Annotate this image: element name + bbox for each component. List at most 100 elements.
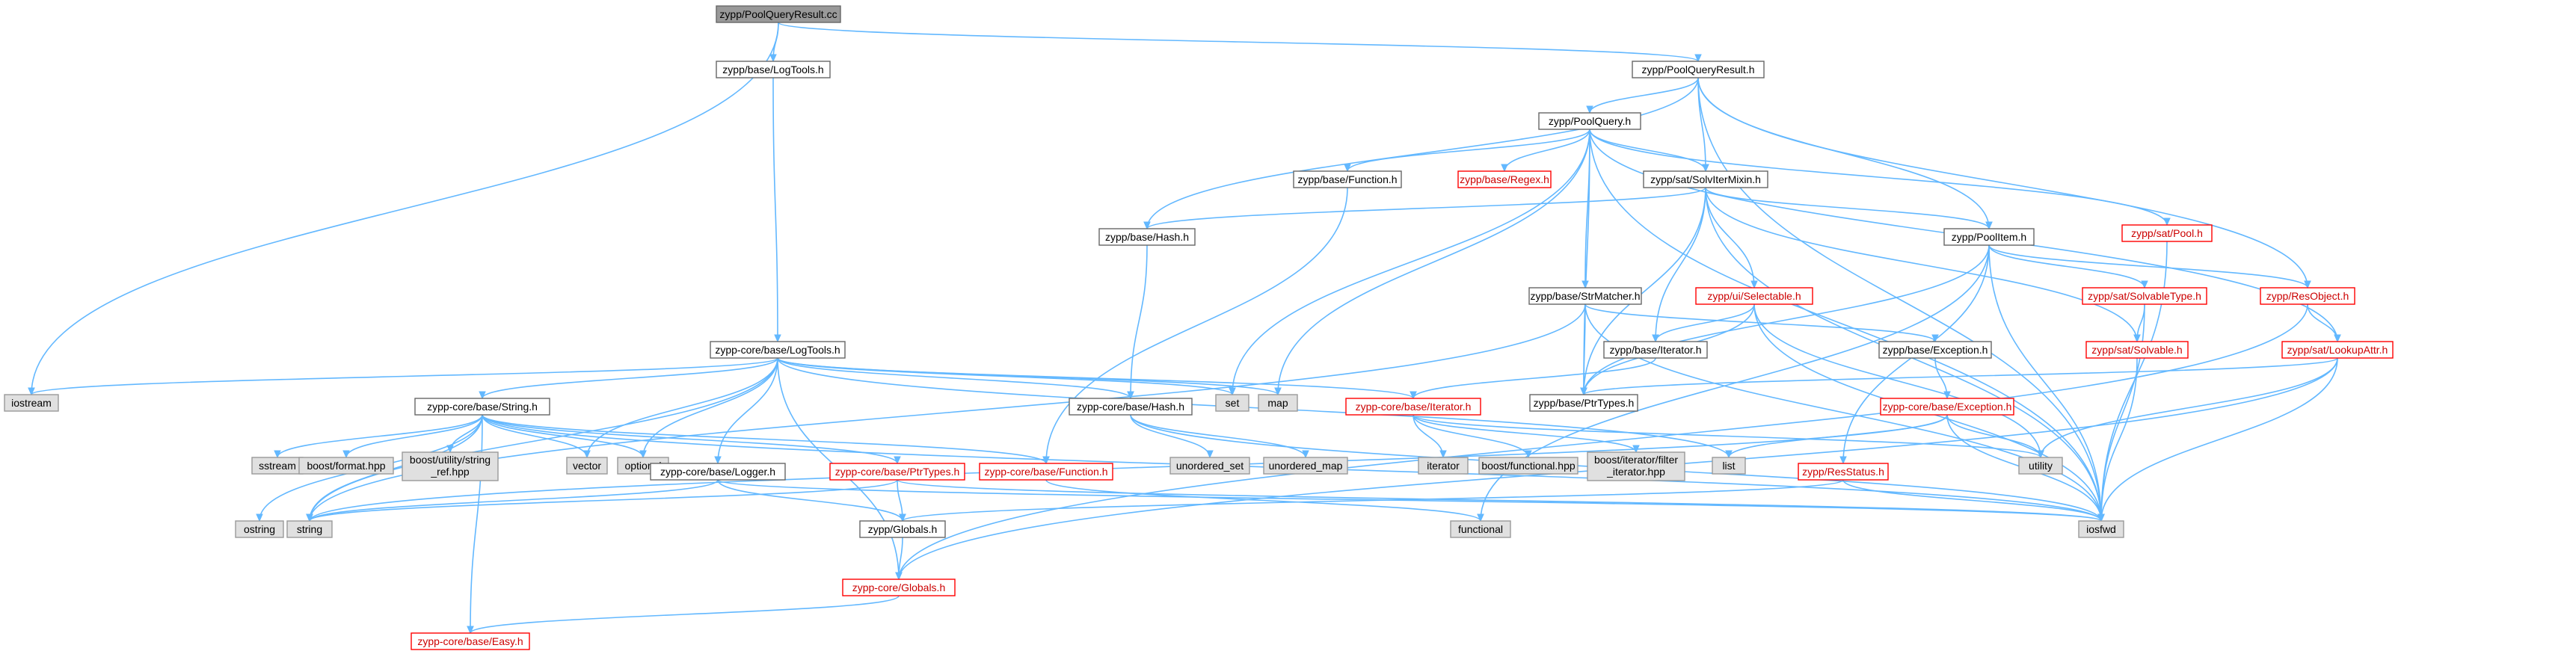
node-zypp-base-logtools[interactable]: zypp/base/LogTools.h [716,61,831,78]
node-root-poolqueryresult-cc[interactable]: zypp/PoolQueryResult.cc [716,5,841,23]
node-iterator[interactable]: iterator [1418,457,1469,475]
node-zypp-base-strmatcher[interactable]: zypp/base/StrMatcher.h [1528,287,1642,305]
node-vector[interactable]: vector [566,457,608,475]
node-zypp-sat-pool[interactable]: zypp/sat/Pool.h [2121,224,2213,242]
arrowhead-core_hash-to-unordered_set [1206,450,1214,459]
node-iostream[interactable]: iostream [4,394,59,412]
node-box [566,457,608,475]
node-list[interactable]: list [1712,457,1746,475]
arrowhead-core_string-to-vector [583,450,591,459]
node-zypp-core-hash[interactable]: zypp-core/base/Hash.h [1069,398,1193,416]
arrowhead-resobject-to-sat_lookupattr [2334,334,2341,343]
node-box [716,5,841,23]
node-unordered-set[interactable]: unordered_set [1169,457,1250,475]
node-iosfwd[interactable]: iosfwd [2078,520,2124,538]
node-zypp-sat-solvabletype[interactable]: zypp/sat/SolvableType.h [2082,287,2207,305]
node-zypp-poolqueryresult-h[interactable]: zypp/PoolQueryResult.h [1632,61,1765,78]
edge-resstatus-to-iosfwd [1842,479,2102,522]
node-label: zypp/base/StrMatcher.h [1530,290,1640,302]
node-label: unordered_set [1176,460,1244,472]
node-sstream[interactable]: sstream [251,457,304,475]
node-boost-functional[interactable]: boost/functional.hpp [1478,457,1579,475]
node-label: zypp/ResObject.h [2266,290,2349,302]
edge-core_string-to-core_function [482,414,1047,464]
node-label: vector [573,460,601,472]
node-zypp-base-exception[interactable]: zypp/base/Exception.h [1878,341,1992,359]
node-zypp-base-iterator[interactable]: zypp/base/Iterator.h [1603,341,1708,359]
arrowhead-poolqueryresult_h-to-poolquery_h [1586,105,1593,114]
edge-base_iterator-to-core_iterator [1413,357,1656,399]
arrowhead-core_logtools-to-map [1274,387,1282,396]
node-label: string [297,523,322,535]
node-zypp-base-hash[interactable]: zypp/base/Hash.h [1098,228,1196,246]
edge-resstatus-to-zypp_globals [902,479,1844,522]
edge-poolquery_h-to-map [1277,129,1590,395]
edge-core_hash-to-unordered_map [1130,414,1306,458]
node-functional[interactable]: functional [1450,520,1511,538]
edge-poolquery_h-to-iosfwd [1589,129,2102,522]
node-zypp-globals[interactable]: zypp/Globals.h [859,520,946,538]
node-string[interactable]: string [286,520,333,538]
node-zypp-core-logtools[interactable]: zypp-core/base/LogTools.h [710,341,846,359]
node-utility[interactable]: utility [2018,457,2063,475]
arrowhead-core_logtools-to-core_hash [1127,391,1134,400]
node-box [1632,61,1765,78]
node-zypp-base-ptrtypes[interactable]: zypp/base/PtrTypes.h [1529,394,1638,412]
node-zypp-core-logger[interactable]: zypp-core/base/Logger.h [650,463,786,481]
edge-sat_solvable-to-iosfwd [2100,357,2138,522]
node-label: zypp/PoolQueryResult.cc [719,8,837,20]
node-label: map [1267,397,1288,409]
node-unordered-map[interactable]: unordered_map [1263,457,1348,475]
node-zypp-resstatus[interactable]: zypp/ResStatus.h [1798,463,1889,481]
node-ostring[interactable]: ostring [235,520,284,538]
node-map[interactable]: map [1258,394,1298,412]
node-label: zypp-core/base/Iterator.h [1356,401,1472,413]
node-box [1345,398,1481,416]
node-zypp-ui-selectable[interactable]: zypp/ui/Selectable.h [1695,287,1813,305]
edge-base_strmatcher-to-iosfwd [1584,303,2102,522]
node-box [1263,457,1348,475]
arrowhead-core_logtools-to-iostream [28,387,35,396]
arrowhead-core_string-to-ostring [256,513,263,522]
node-box [235,520,284,538]
edge-sat_solvitermixin-to-sat_solvable [1705,187,2138,342]
node-box [402,451,499,481]
node-boost-filter-iterator[interactable]: boost/iterator/filter_iterator.hpp [1587,451,1685,481]
node-zypp-core-string[interactable]: zypp-core/base/String.h [414,398,550,416]
node-box [1098,228,1196,246]
node-zypp-base-function[interactable]: zypp/base/Function.h [1293,170,1402,188]
node-zypp-core-globals[interactable]: zypp-core/Globals.h [842,579,956,596]
edge-core_exception-to-utility [1946,414,2041,458]
node-zypp-base-regex[interactable]: zypp/base/Regex.h [1457,170,1552,188]
edge-poolqueryresult_h-to-resobject [1697,77,2308,289]
node-box [298,457,394,475]
node-zypp-core-ptrtypes[interactable]: zypp-core/base/PtrTypes.h [829,463,965,481]
edge-sat_lookupattr-to-base_ptrtypes [1583,357,2338,395]
edge-poolqueryresult_h-to-poolquery_h [1589,77,1699,114]
node-zypp-sat-solvitermixin[interactable]: zypp/sat/SolvIterMixin.h [1643,170,1768,188]
node-box [1878,341,1992,359]
node-label: boost/utility/string_ref.hpp [410,454,491,478]
node-label: zypp/sat/SolvableType.h [2088,290,2201,302]
node-boost-format[interactable]: boost/format.hpp [298,457,394,475]
node-zypp-core-exception[interactable]: zypp-core/base/Exception.h [1880,398,2014,416]
node-zypp-poolquery-h[interactable]: zypp/PoolQuery.h [1538,112,1641,130]
edge-core_iterator-to-boost_filter_iterator [1413,414,1637,453]
node-box [2078,520,2124,538]
node-zypp-core-function[interactable]: zypp-core/base/Function.h [979,463,1113,481]
node-zypp-core-easy[interactable]: zypp-core/base/Easy.h [411,632,530,650]
node-zypp-poolitem[interactable]: zypp/PoolItem.h [1943,228,2035,246]
arrowhead-core_logtools-to-core_logger [714,456,722,465]
edge-poolitem-to-sat_solvabletype [1988,244,2145,289]
dependency-nodes: zypp/PoolQueryResult.cc zypp/base/LogToo… [4,5,2394,650]
edge-poolquery_h-to-base_regex [1504,129,1590,172]
node-box [1943,228,2035,246]
node-label: zypp-core/base/Hash.h [1077,401,1184,413]
node-zypp-core-iterator[interactable]: zypp-core/base/Iterator.h [1345,398,1481,416]
node-boost-string-ref[interactable]: boost/utility/string_ref.hpp [402,451,499,481]
node-label: zypp/Globals.h [868,523,938,535]
node-set[interactable]: set [1215,394,1249,412]
node-zypp-sat-lookupattr[interactable]: zypp/sat/LookupAttr.h [2281,341,2394,359]
node-zypp-sat-solvable[interactable]: zypp/sat/Solvable.h [2085,341,2189,359]
node-zypp-resobject[interactable]: zypp/ResObject.h [2260,287,2355,305]
